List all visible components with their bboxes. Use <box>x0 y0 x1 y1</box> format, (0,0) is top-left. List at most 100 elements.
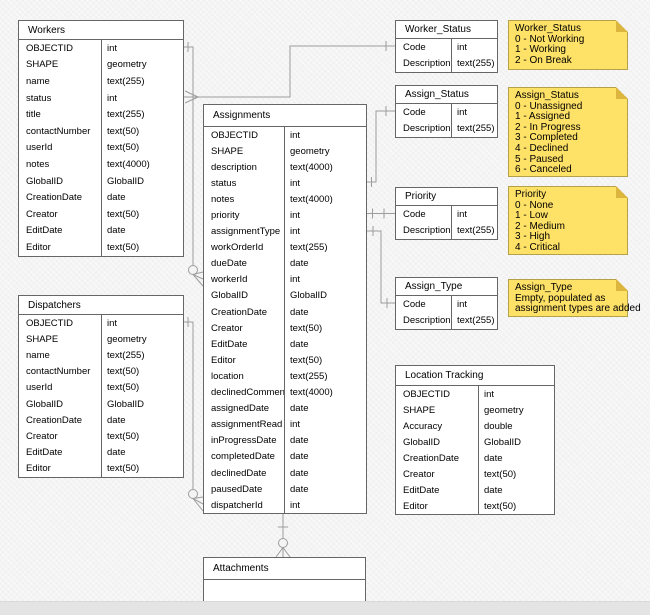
table-title: Attachments <box>204 558 365 580</box>
field-name: Creator <box>403 468 435 480</box>
field-type: date <box>101 222 183 240</box>
field-name: declinedDate <box>211 467 267 479</box>
field-type: int <box>101 315 183 332</box>
note-line: 2 - Medium <box>515 220 566 232</box>
field-name: dueDate <box>211 258 247 270</box>
field-name: assignedDate <box>211 403 270 415</box>
field-row-OBJECTID: OBJECTID int <box>396 386 554 402</box>
field-row-EditDate: EditDate date <box>204 336 366 353</box>
field-name: CreationDate <box>26 414 82 426</box>
field-type: int <box>478 386 554 402</box>
field-type: text(50) <box>478 498 554 514</box>
connector-assignments--attachments[interactable] <box>275 512 291 558</box>
field-name: EditDate <box>211 338 248 350</box>
table-title: Priority <box>396 188 497 206</box>
connector-assignments-assignmenttype--assign-type-code[interactable] <box>367 226 395 308</box>
field-name: OBJECTID <box>403 388 450 400</box>
field-type: date <box>284 432 366 449</box>
field-name: Creator <box>26 430 58 442</box>
note-fold-icon <box>616 186 628 198</box>
connector-workers-status--worker-status-code[interactable] <box>184 41 395 104</box>
table-title: Assign_Type <box>396 278 497 296</box>
connector-assignments-priority--priority-code[interactable] <box>367 208 395 219</box>
note-line: 0 - None <box>515 199 554 211</box>
note-fold-icon <box>616 87 628 99</box>
field-type: text(255) <box>284 368 366 385</box>
field-name: status <box>211 177 237 189</box>
field-type: date <box>284 336 366 353</box>
field-name: SHAPE <box>403 404 436 416</box>
field-type: date <box>101 444 183 461</box>
field-name: EditDate <box>403 484 440 496</box>
field-type: int <box>284 416 366 433</box>
field-name: Creator <box>211 322 243 334</box>
field-name: dispatcherId <box>211 499 263 511</box>
connector-dispatchers-objectid--assignments-dispatcherid[interactable] <box>184 317 204 512</box>
field-name: priority <box>211 210 240 222</box>
field-type: geometry <box>101 56 183 74</box>
empty-row <box>204 580 365 601</box>
field-name: SHAPE <box>26 333 59 345</box>
table-attachments[interactable]: Attachments <box>203 557 366 602</box>
field-name: EditDate <box>26 447 63 459</box>
field-type: geometry <box>284 143 366 160</box>
table-title: Dispatchers <box>19 296 183 315</box>
field-type: text(50) <box>101 122 183 140</box>
field-type: text(255) <box>451 312 497 329</box>
field-name: userId <box>26 382 53 394</box>
field-type: date <box>284 255 366 272</box>
field-type: int <box>284 127 366 144</box>
table-title: Worker_Status <box>396 21 497 39</box>
note-title: Assign_Type <box>515 282 573 293</box>
field-name: Description <box>403 58 451 70</box>
field-type: text(4000) <box>284 159 366 176</box>
field-type: text(255) <box>101 106 183 123</box>
field-name: Accuracy <box>403 420 443 432</box>
field-type: text(50) <box>101 205 183 223</box>
note-line: 1 - Working <box>515 44 566 56</box>
connector-workers-objectid--assignments-workerid[interactable] <box>184 42 204 287</box>
field-name: OBJECTID <box>26 42 73 54</box>
connector-assignments-status--assign-status-code[interactable] <box>367 106 395 187</box>
field-type: int <box>451 206 497 223</box>
field-name: GlobalID <box>26 398 63 410</box>
field-name: Code <box>403 41 426 53</box>
field-type: date <box>478 482 554 498</box>
